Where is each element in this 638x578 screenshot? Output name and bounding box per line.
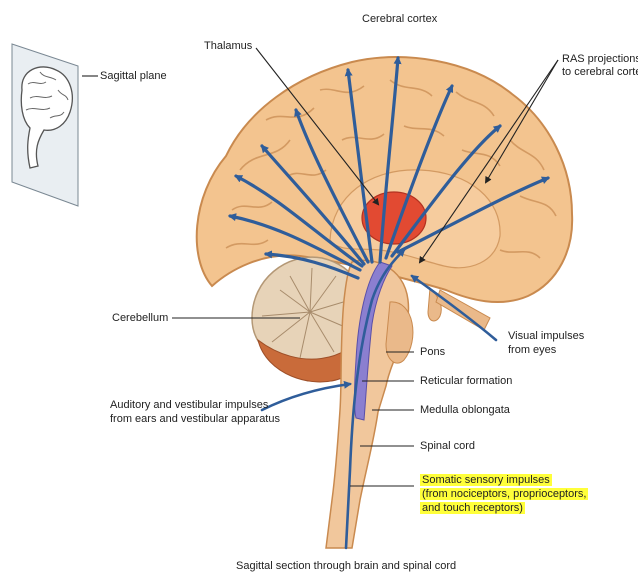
somatic-sensory-text-2: (from nociceptors, proprioceptors, — [420, 488, 588, 500]
sagittal-plane-label: Sagittal plane — [100, 70, 167, 83]
figure-caption: Sagittal section through brain and spina… — [236, 560, 456, 573]
auditory-impulses-label-line2: from ears and vestibular apparatus — [110, 413, 280, 426]
ras-projections-label-line2: to cerebral cortex — [562, 66, 638, 79]
visual-impulses-label-line1: Visual impulses — [508, 330, 584, 343]
spinal-cord-label: Spinal cord — [420, 440, 475, 453]
somatic-sensory-text-1: Somatic sensory impulses — [420, 474, 552, 486]
auditory-impulses-label-line1: Auditory and vestibular impulses — [110, 399, 268, 412]
visual-impulses-label-line2: from eyes — [508, 344, 556, 357]
somatic-sensory-label-line1: Somatic sensory impulses — [420, 474, 552, 487]
thalamus-label: Thalamus — [204, 40, 252, 53]
sagittal-plane-inset — [12, 44, 78, 206]
medulla-oblongata-label: Medulla oblongata — [420, 404, 510, 417]
somatic-sensory-label-line2: (from nociceptors, proprioceptors, — [420, 488, 588, 501]
reticular-formation-label: Reticular formation — [420, 375, 512, 388]
somatic-sensory-label-line3: and touch receptors) — [420, 502, 525, 515]
cerebellum-label: Cerebellum — [112, 312, 168, 325]
somatic-sensory-text-3: and touch receptors) — [420, 502, 525, 514]
pons-label: Pons — [420, 346, 445, 359]
ras-projections-label-line1: RAS projections — [562, 53, 638, 66]
cerebral-cortex-label: Cerebral cortex — [362, 13, 437, 26]
